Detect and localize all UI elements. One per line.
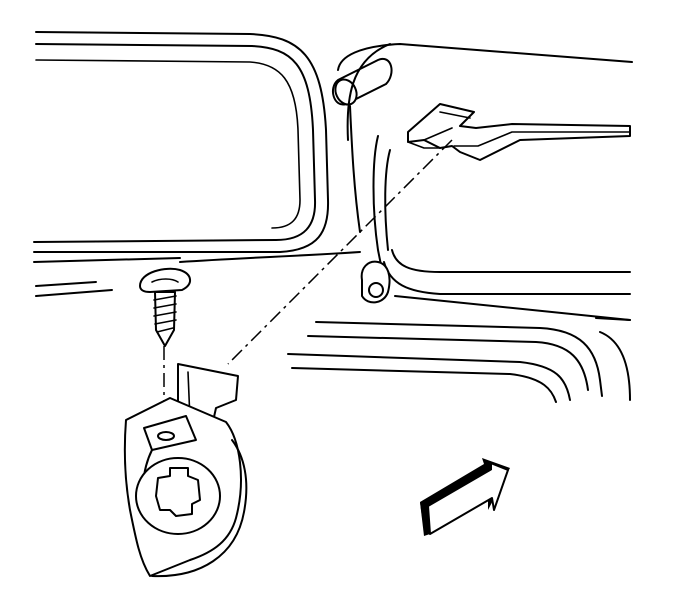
pivot-rod — [331, 57, 393, 233]
door-frame-left — [33, 31, 361, 297]
bracket-slot — [407, 103, 631, 161]
mount-grommet — [360, 260, 391, 304]
screw — [139, 267, 191, 347]
direction-arrow-icon — [420, 458, 510, 536]
door-frame-right — [337, 43, 633, 321]
hinge-piece — [123, 397, 248, 578]
door-lower-panel — [287, 317, 631, 403]
